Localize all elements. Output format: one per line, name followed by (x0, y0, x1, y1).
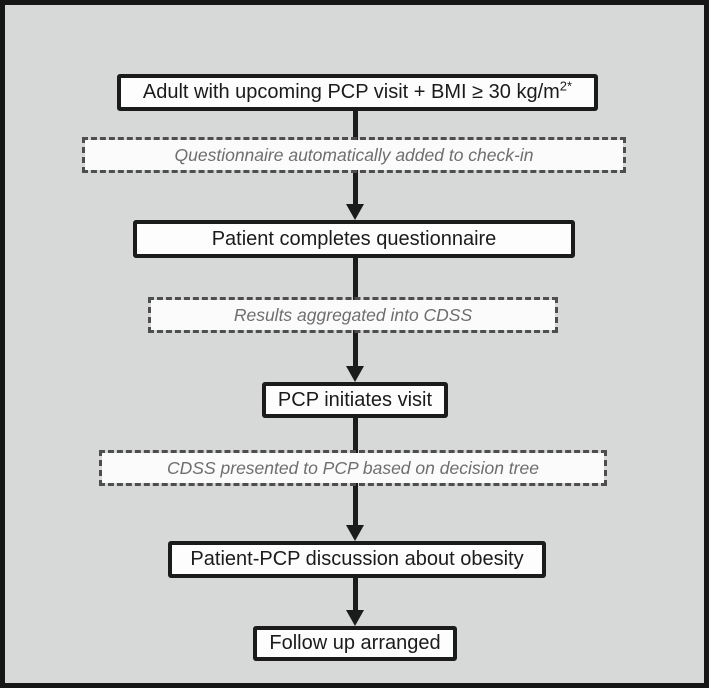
flow-node-complete-questionnaire: Patient completes questionnaire (133, 220, 575, 258)
flow-annotation-cdss-presented: CDSS presented to PCP based on decision … (99, 450, 607, 486)
flow-annotation-label: Questionnaire automatically added to che… (174, 144, 534, 165)
flow-node-label: Patient-PCP discussion about obesity (190, 548, 524, 570)
flow-annotation-label: Results aggregated into CDSS (233, 304, 473, 325)
flow-annotation-auto-checkin: Questionnaire automatically added to che… (82, 137, 626, 173)
arrow-head-icon (346, 525, 364, 541)
arrow-head-icon (346, 204, 364, 220)
flow-node-label-main: Adult with upcoming PCP visit + BMI ≥ 30… (142, 81, 560, 103)
flow-node-label-superscript: 2* (559, 78, 573, 94)
flow-node-label: Patient completes questionnaire (211, 227, 497, 250)
flow-annotation-results-aggregated: Results aggregated into CDSS (148, 297, 558, 333)
flow-node-discussion: Patient-PCP discussion about obesity (168, 541, 546, 578)
arrow-head-icon (346, 610, 364, 626)
flow-node-eligibility: Adult with upcoming PCP visit + BMI ≥ 30… (117, 74, 598, 111)
flow-node-follow-up: Follow up arranged (253, 626, 457, 661)
flow-node-label: Adult with upcoming PCP visit + BMI ≥ 30… (142, 78, 573, 104)
flow-node-label: Follow up arranged (269, 632, 441, 654)
flow-annotation-label: CDSS presented to PCP based on decision … (167, 457, 539, 478)
arrow-line-discussion-to-followup (353, 578, 358, 611)
flow-node-pcp-initiates-visit: PCP initiates visit (262, 382, 448, 418)
flow-node-label: PCP initiates visit (277, 388, 433, 411)
arrow-head-icon (346, 366, 364, 382)
